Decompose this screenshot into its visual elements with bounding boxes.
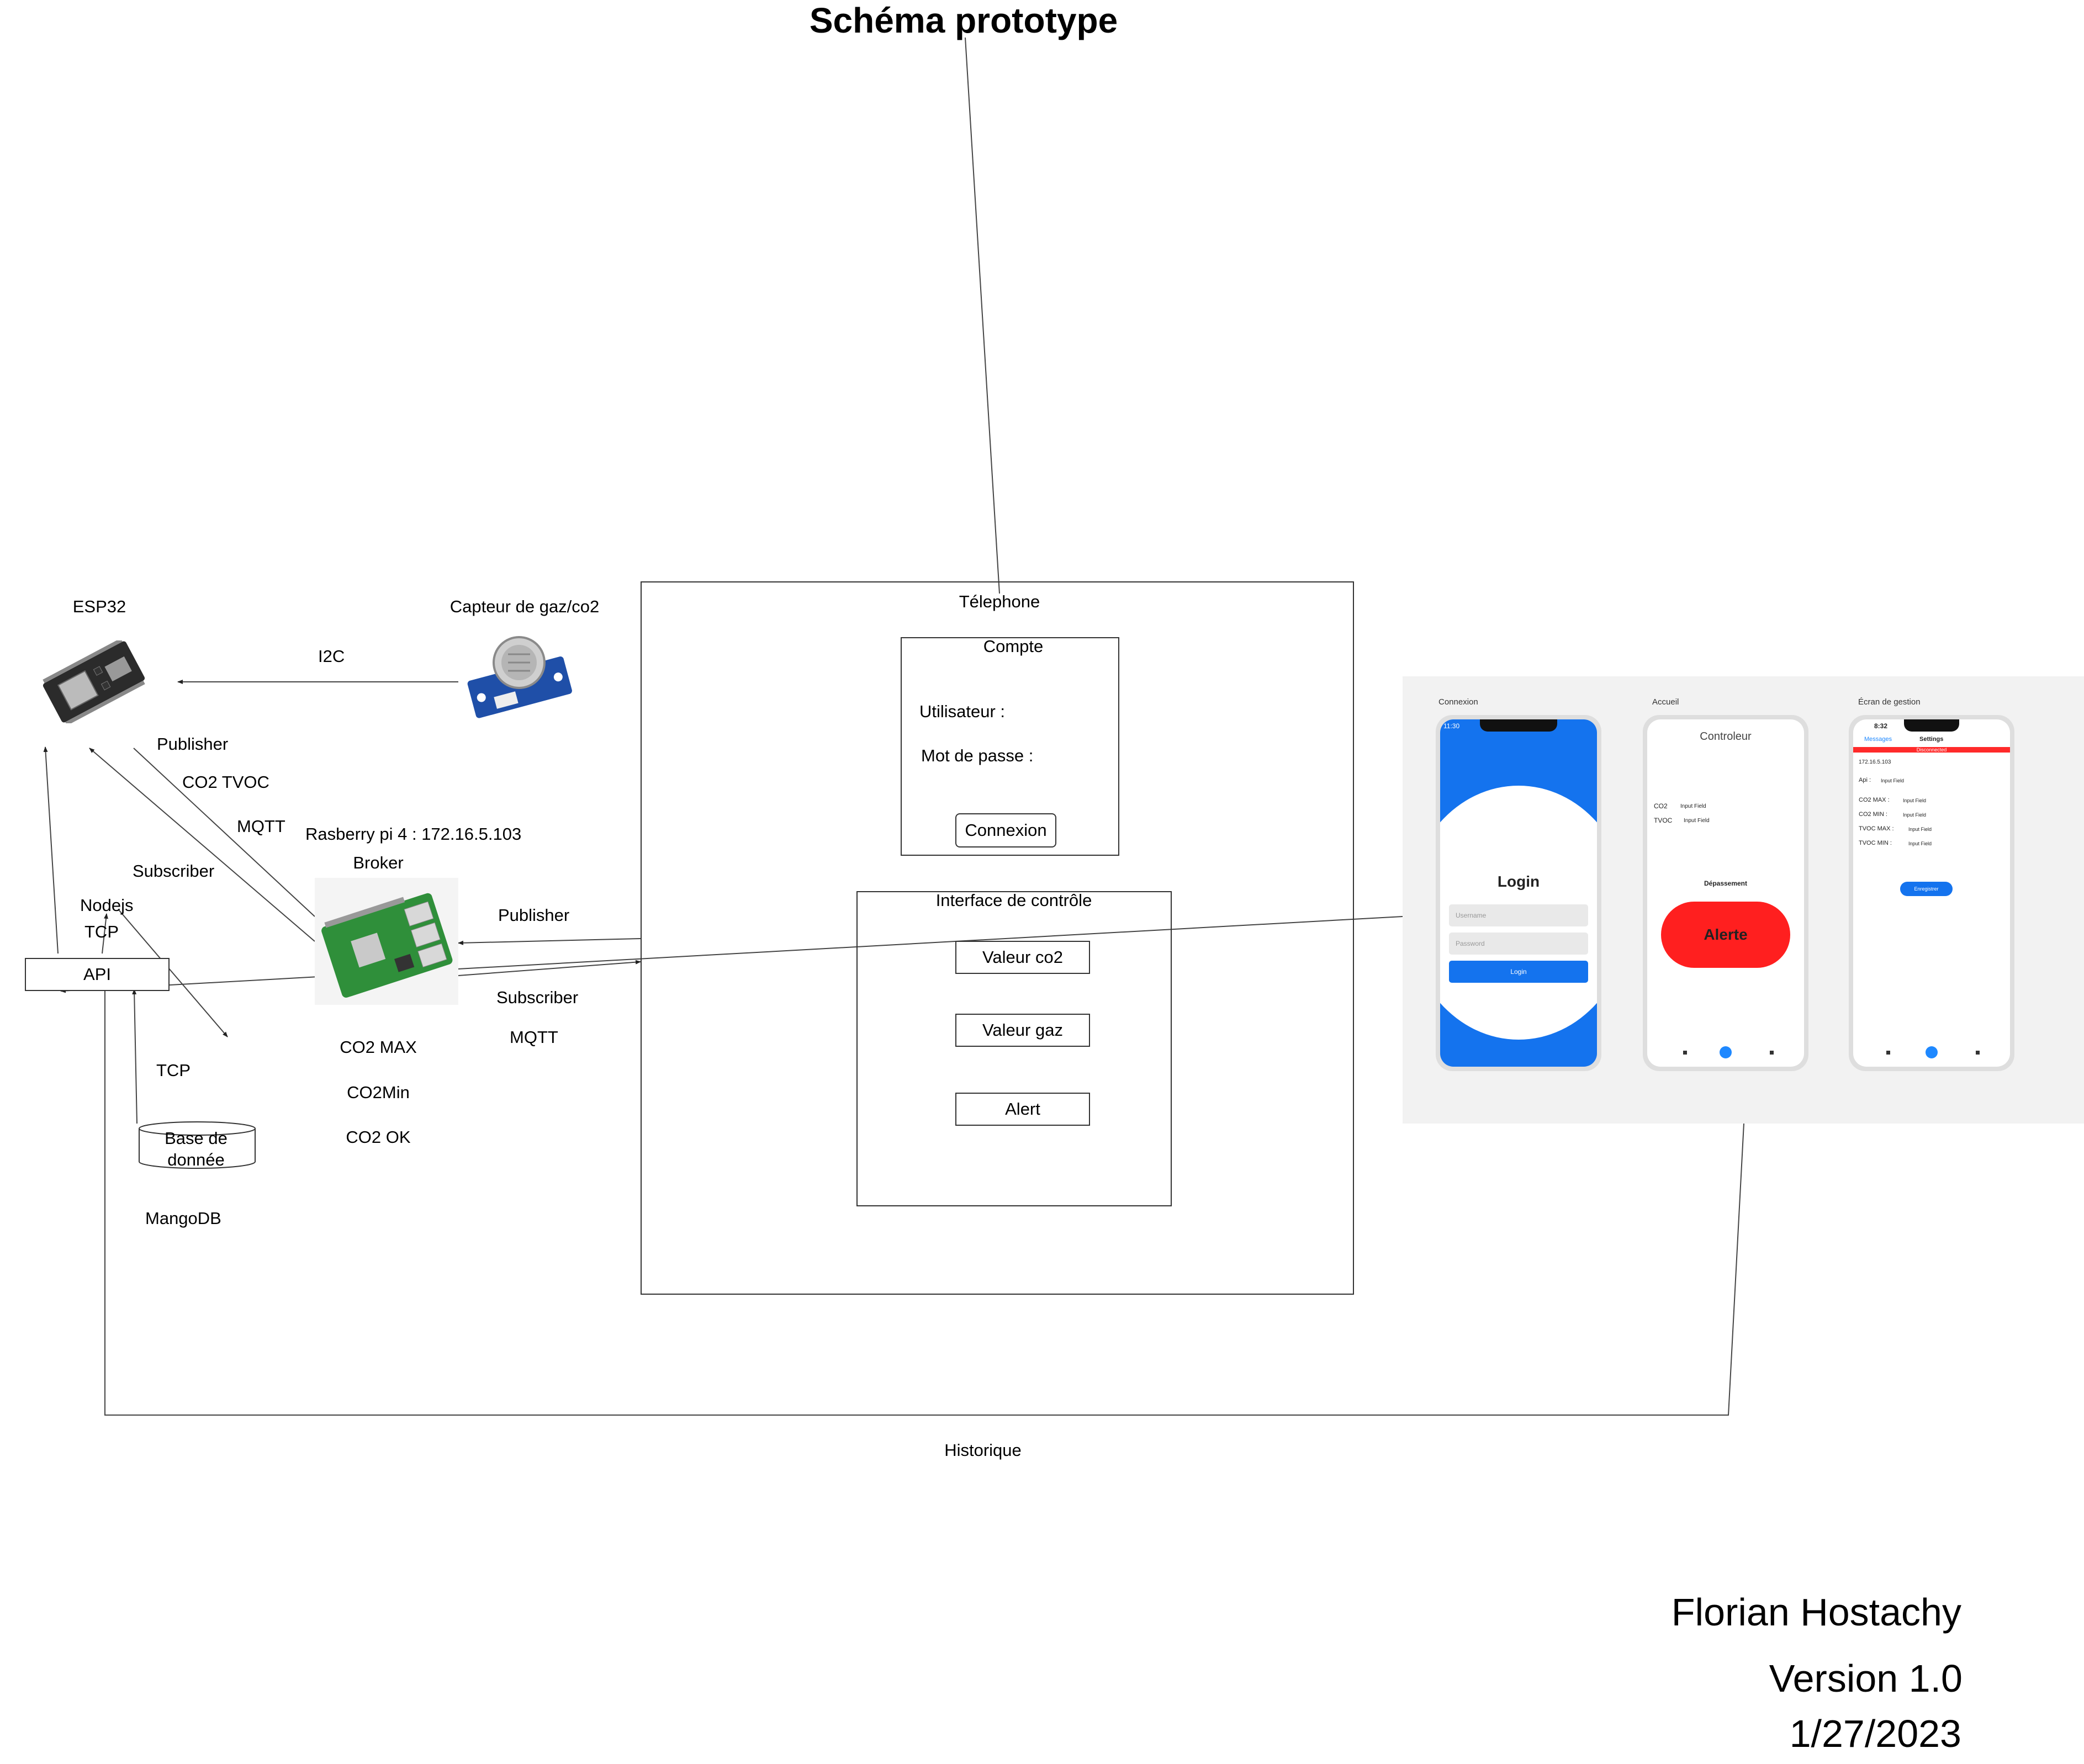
rpi-name-label: Rasberry pi 4 : 172.16.5.103 — [305, 824, 522, 844]
home-tvoc-input[interactable]: Input Field — [1684, 818, 1710, 824]
esp32-board-image — [43, 640, 145, 723]
api-label: API — [83, 965, 111, 984]
title-connector — [965, 37, 1000, 594]
version-label: Version 1.0 — [1769, 1657, 1963, 1700]
co2-min-label: CO2Min — [347, 1083, 410, 1102]
api-field-label: Api : — [1859, 777, 1871, 783]
control-interface-box — [856, 891, 1172, 1206]
co2-tvoc-label: CO2 TVOC — [182, 772, 269, 792]
password-label: Mot de passe : — [921, 746, 1034, 765]
control-interface-title: Interface de contrôle — [935, 891, 1092, 910]
raspberry-pi-image — [315, 878, 458, 1005]
tvocmin-field-input[interactable]: Input Field — [1908, 841, 1932, 846]
account-box — [901, 637, 1119, 856]
i2c-label: I2C — [318, 647, 345, 666]
nav-home-icon[interactable] — [1926, 1046, 1938, 1058]
username-input[interactable]: Username — [1449, 904, 1588, 926]
controller-title: Controleur — [1700, 730, 1752, 743]
account-title: Compte — [983, 637, 1044, 656]
sensor-label: Capteur de gaz/co2 — [449, 597, 600, 616]
save-button[interactable]: Enregistrer — [1900, 882, 1953, 896]
password-input[interactable]: Password — [1449, 933, 1588, 955]
gas-sensor-image — [467, 636, 572, 718]
home-phone: Controleur CO2 Input Field TVOC Input Fi… — [1643, 715, 1808, 1071]
rpi-role-label: Broker — [353, 853, 404, 872]
mqtt-left-label: MQTT — [237, 817, 285, 836]
mockup-caption-connexion: Connexion — [1438, 697, 1478, 707]
mockup-caption-accueil: Accueil — [1652, 697, 1679, 707]
database-label: Base de donnée — [165, 1129, 228, 1169]
date-label: 1/27/2023 — [1789, 1712, 1961, 1755]
db-api-arrow — [132, 989, 137, 1124]
historique-label: Historique — [944, 1440, 1022, 1460]
co2max-field-input[interactable]: Input Field — [1903, 798, 1927, 803]
author-name: Florian Hostachy — [1671, 1591, 1961, 1634]
phone-box-title: Télephone — [959, 592, 1040, 611]
co2-max-label: CO2 MAX — [340, 1037, 417, 1057]
alerte-button[interactable]: Alerte — [1661, 902, 1790, 968]
phone-box — [641, 581, 1354, 1295]
esp32-label: ESP32 — [72, 597, 126, 616]
subscriber-right-label: Subscriber — [496, 988, 579, 1007]
tvocmax-field-input[interactable]: Input Field — [1908, 827, 1932, 832]
page-title: Schéma prototype — [809, 1, 1118, 40]
login-button[interactable]: Login — [1449, 961, 1588, 983]
home-tvoc-label: TVOC — [1654, 817, 1673, 824]
co2max-field-label: CO2 MAX : — [1859, 797, 1890, 803]
co2-ok-label: CO2 OK — [346, 1127, 411, 1147]
ip-value: 172.16.5.103 — [1859, 759, 1891, 765]
back-messages-link[interactable]: Messages — [1864, 736, 1892, 743]
nodejs-label: Nodejs — [80, 896, 134, 915]
database-cylinder — [139, 1121, 256, 1169]
phone-rpi-arrow — [458, 938, 641, 945]
nav-right-dot — [1976, 1051, 1980, 1055]
api-esp32-arrow — [43, 746, 59, 954]
phone-notch — [1480, 719, 1557, 732]
settings-phone: 8:32 Messages Settings Disconnected 172.… — [1849, 715, 2014, 1071]
login-phone: 11:30 Login Username Password Login — [1436, 715, 1601, 1071]
settings-time: 8:32 — [1874, 722, 1888, 730]
alert-button[interactable]: Alert — [955, 1093, 1090, 1126]
nav-home-icon[interactable] — [1720, 1046, 1732, 1058]
api-box: API — [25, 958, 170, 991]
nav-left-dot — [1886, 1051, 1890, 1055]
settings-title: Settings — [1919, 736, 1944, 743]
mongodb-label: MangoDB — [145, 1209, 221, 1228]
tcp-lower-label: TCP — [156, 1061, 191, 1080]
login-time: 11:30 — [1443, 722, 1460, 730]
subscriber-left-label: Subscriber — [133, 861, 215, 881]
api-field-input[interactable]: Input Field — [1881, 778, 1905, 783]
tvocmin-field-label: TVOC MIN : — [1859, 840, 1892, 846]
phone-notch — [1904, 719, 1959, 732]
home-screen: Controleur CO2 Input Field TVOC Input Fi… — [1647, 719, 1804, 1067]
settings-screen: 8:32 Messages Settings Disconnected 172.… — [1853, 719, 2010, 1067]
connexion-button[interactable]: Connexion — [955, 813, 1056, 847]
home-co2-label: CO2 — [1654, 802, 1668, 810]
home-co2-input[interactable]: Input Field — [1680, 803, 1706, 809]
gas-value-button[interactable]: Valeur gaz — [955, 1014, 1090, 1047]
login-title: Login — [1497, 873, 1540, 890]
publisher-left-label: Publisher — [157, 734, 229, 754]
login-screen: 11:30 Login Username Password Login — [1440, 719, 1597, 1067]
disconnected-banner: Disconnected — [1853, 747, 2010, 753]
mockup-caption-gestion: Écran de gestion — [1858, 697, 1921, 707]
user-label: Utilisateur : — [919, 702, 1006, 721]
tcp-upper-label: TCP — [84, 922, 119, 941]
publisher-right-label: Publisher — [498, 905, 570, 925]
mqtt-right-label: MQTT — [510, 1027, 558, 1047]
depassement-label: Dépassement — [1704, 880, 1748, 887]
app-mockup-panel: Connexion Accueil Écran de gestion 11:30… — [1403, 676, 2084, 1124]
nav-left-dot — [1683, 1051, 1687, 1055]
co2min-field-label: CO2 MIN : — [1859, 811, 1887, 818]
tvocmax-field-label: TVOC MAX : — [1859, 825, 1894, 832]
rpi-phone-arrow — [458, 960, 641, 976]
co2min-field-input[interactable]: Input Field — [1903, 812, 1927, 818]
co2-value-button[interactable]: Valeur co2 — [955, 941, 1090, 974]
nav-right-dot — [1770, 1051, 1774, 1055]
